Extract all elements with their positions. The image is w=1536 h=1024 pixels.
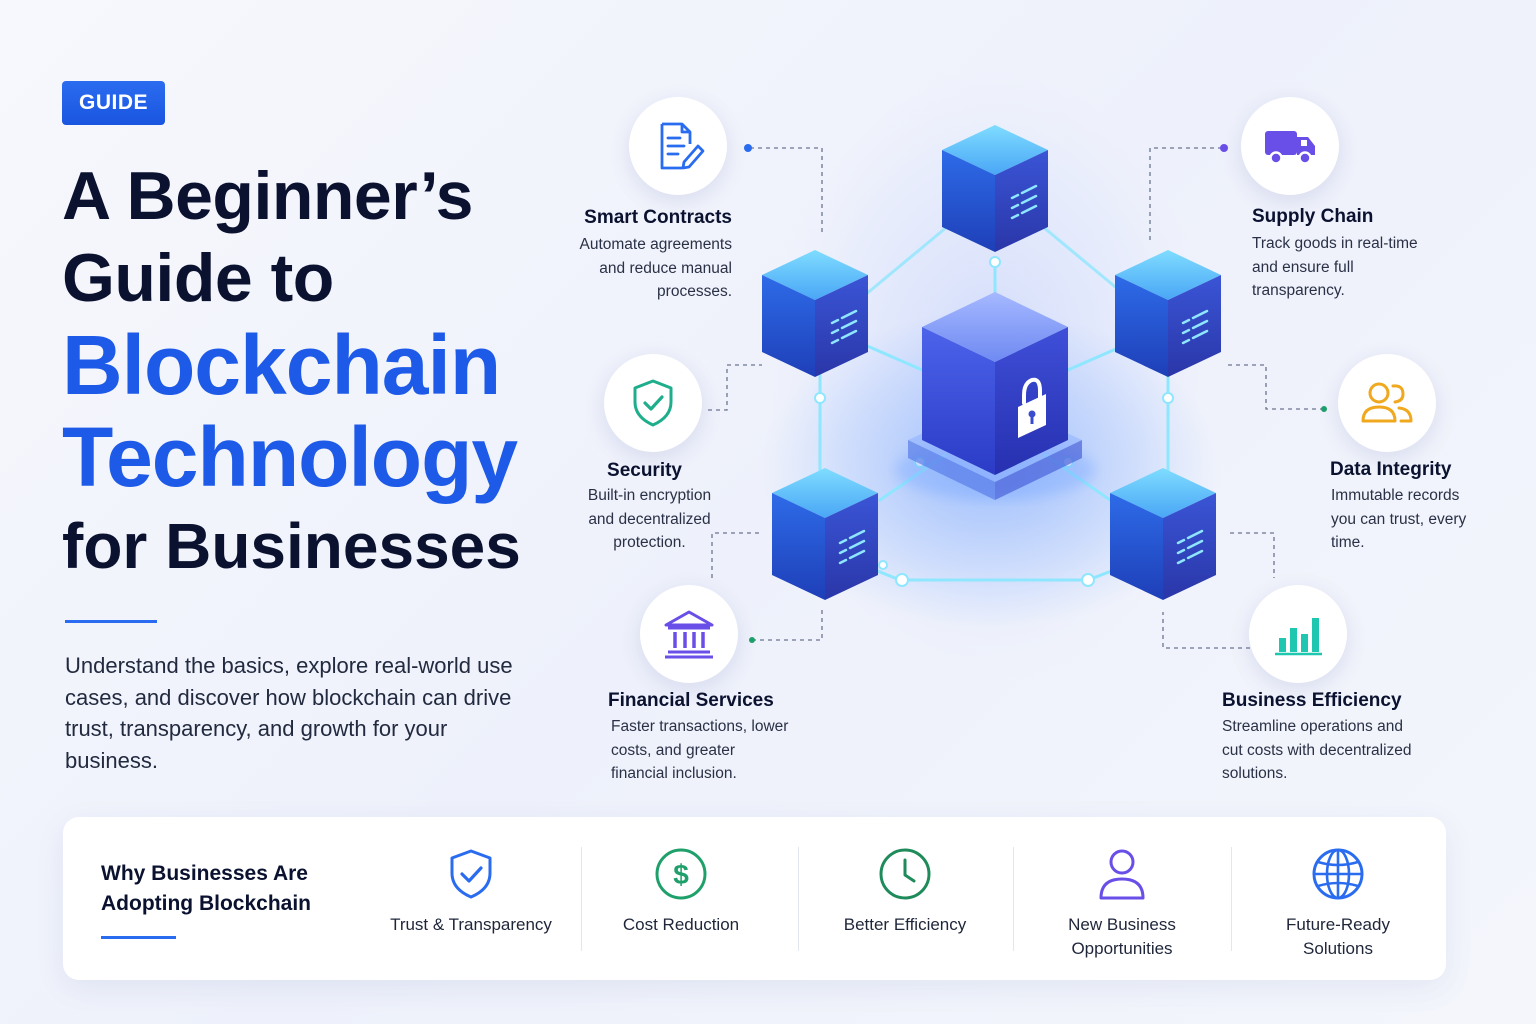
why-title: Why Businesses Are Adopting Blockchain [101, 862, 311, 915]
feature-title: Security [607, 460, 682, 481]
benefit-label: Better Efficiency [843, 915, 967, 934]
benefit-future-ready: Future-Ready Solutions [1249, 845, 1427, 965]
divider [1231, 847, 1232, 951]
benefit-label: New Business Opportunities [1068, 915, 1176, 958]
feature-title: Business Efficiency [1222, 690, 1402, 711]
feature-description: Streamline operations and cut costs with… [1222, 718, 1412, 782]
intro-text: Understand the basics, explore real-worl… [65, 653, 513, 773]
feature-description: Built-in encryption and decentralized pr… [587, 487, 712, 551]
block-upper-left [762, 250, 868, 377]
globe-icon [1312, 848, 1364, 900]
benefit-cost-reduction: $ Cost Reduction [591, 845, 771, 965]
benefit-new-opportunities: New Business Opportunities [1033, 845, 1211, 965]
data-integrity-icon-circle [1338, 354, 1436, 452]
page-title: A Beginner’s Guide to Blockchain Technol… [62, 155, 521, 589]
why-underline [101, 936, 176, 939]
title-underline [65, 620, 157, 623]
divider [1013, 847, 1014, 951]
users-icon [1361, 382, 1413, 423]
financial-services-icon-circle [640, 585, 738, 683]
title-highlight: Technology [62, 410, 518, 504]
feature-title: Supply Chain [1252, 206, 1374, 227]
divider [581, 847, 582, 951]
benefit-label: Cost Reduction [622, 915, 740, 934]
smart-contracts-icon-circle [629, 97, 727, 195]
svg-text:$: $ [673, 859, 689, 890]
block-upper-right [1115, 250, 1221, 377]
feature-title: Financial Services [608, 690, 774, 711]
block-lower-right [1110, 468, 1216, 600]
title-line: for Businesses [62, 510, 521, 582]
why-adopting-panel: Why Businesses Are Adopting Blockchain T… [63, 817, 1446, 980]
shield-check-icon [633, 379, 673, 427]
dollar-circle-icon: $ [655, 848, 707, 900]
user-icon [1099, 849, 1145, 900]
lock-icon [1018, 377, 1046, 438]
clock-icon [879, 848, 931, 900]
title-line: A Beginner’s [62, 158, 473, 234]
document-edit-icon [660, 122, 705, 170]
feature-title: Smart Contracts [584, 207, 732, 228]
title-highlight: Blockchain [62, 318, 501, 412]
connector-endpoints [744, 144, 1327, 643]
block-lower-left [772, 468, 878, 600]
central-lock-block [895, 292, 1095, 500]
feature-description: Immutable records you can trust, every t… [1331, 487, 1467, 551]
title-line: Guide to [62, 240, 334, 316]
benefit-better-efficiency: Better Efficiency [815, 845, 995, 965]
benefit-label: Trust & Transparency [390, 915, 552, 934]
feature-title: Data Integrity [1330, 459, 1452, 480]
supply-chain-icon-circle [1241, 97, 1339, 195]
benefit-label: Future-Ready Solutions [1286, 915, 1390, 958]
delivery-truck-icon [1265, 131, 1315, 165]
feature-description: Automate agreements and reduce manual pr… [579, 236, 732, 300]
feature-description: Faster transactions, lower costs, and gr… [611, 718, 789, 782]
shield-check-icon [450, 849, 492, 899]
bank-icon [664, 610, 714, 659]
benefit-trust-transparency: Trust & Transparency [381, 845, 561, 965]
business-efficiency-icon-circle [1249, 585, 1347, 683]
feature-description: Track goods in real-time and ensure full… [1252, 235, 1418, 299]
divider [798, 847, 799, 951]
dashed-connectors [708, 147, 1322, 649]
bar-chart-icon [1275, 618, 1322, 656]
security-icon-circle [604, 354, 702, 452]
block-top [942, 125, 1048, 252]
guide-badge: GUIDE [62, 81, 165, 125]
